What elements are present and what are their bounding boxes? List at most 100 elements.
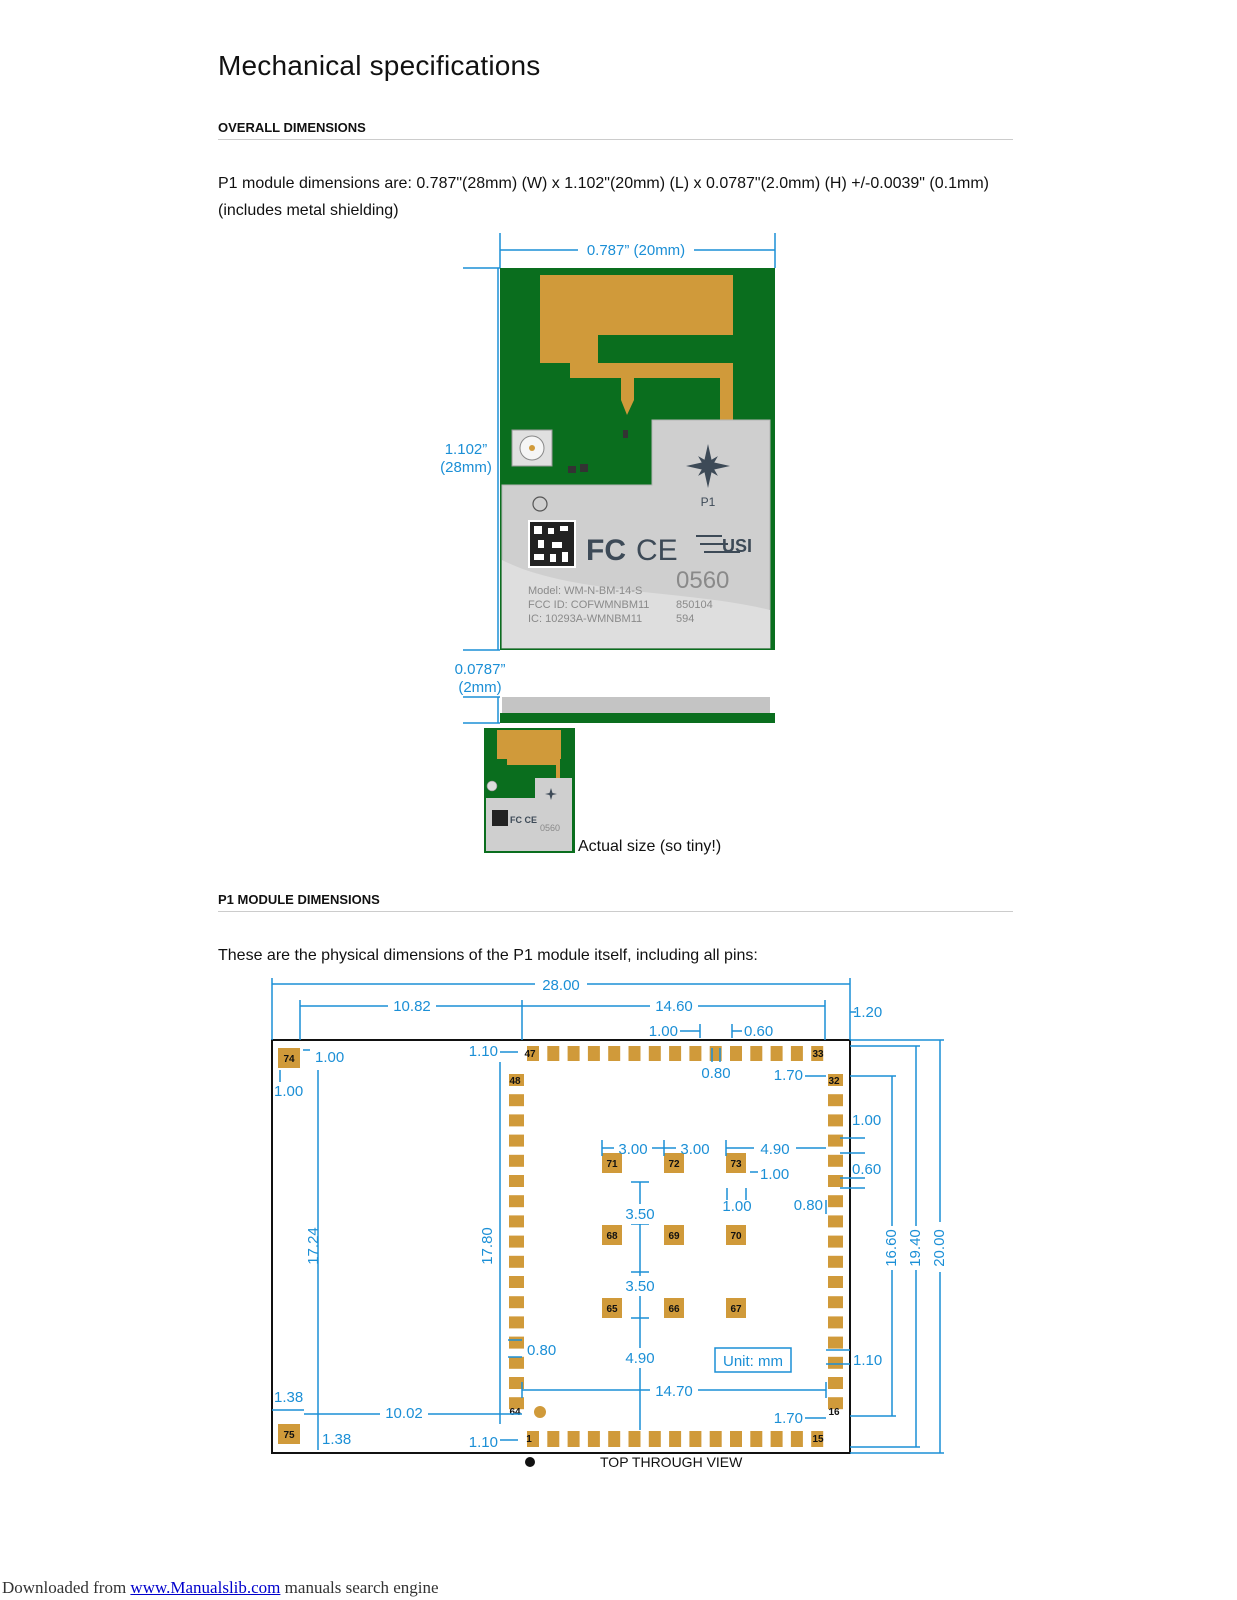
pin-pad [527, 1431, 539, 1447]
fcc-mark: FC [586, 534, 626, 567]
pin-label-71: 71 [606, 1159, 618, 1170]
pin1-indicator-dot [534, 1406, 546, 1418]
pin-pad [828, 1336, 843, 1349]
pin-label-68: 68 [606, 1231, 618, 1242]
dim-1-00-left: 1.00 [315, 1049, 344, 1066]
pin-pad [828, 1235, 843, 1248]
side-view-shield [502, 697, 770, 713]
height-label-1: 1.102” [445, 441, 488, 458]
pin-pad [509, 1154, 524, 1167]
pin-pad [648, 1431, 661, 1447]
pin-label-47: 47 [524, 1049, 536, 1060]
pin-pad [750, 1046, 763, 1061]
dim-0-80-left: 0.80 [527, 1342, 556, 1359]
pin-label-73: 73 [730, 1159, 742, 1170]
pin-pad-71 [602, 1153, 622, 1173]
pin-pad [790, 1046, 803, 1061]
dim-1-38-b: 1.38 [322, 1431, 351, 1448]
pin-pad [828, 1195, 843, 1208]
page-title: Mechanical specifications [218, 50, 541, 81]
p1-dimensions-text: These are the physical dimensions of the… [218, 947, 758, 964]
pin-pad [828, 1316, 843, 1329]
pin-pad [770, 1431, 783, 1447]
dim-3-00-b: 3.00 [680, 1141, 709, 1158]
pin-label-66: 66 [668, 1304, 680, 1315]
section-divider [218, 139, 1013, 140]
dim-1-00-grid-v: 1.00 [722, 1198, 751, 1215]
pin-pad [828, 1134, 843, 1147]
dim-16-60: 16.60 [883, 1229, 900, 1267]
dim-1-00-top: 1.00 [649, 1023, 678, 1040]
pin-pad [608, 1431, 621, 1447]
pin-pad [828, 1296, 843, 1309]
dim-3-50-a: 3.50 [625, 1206, 654, 1223]
p1-star-logo-icon [686, 444, 730, 488]
dim-1-20: 1.20 [853, 1004, 882, 1021]
pin-pad [628, 1431, 641, 1447]
pin-pad [669, 1431, 682, 1447]
pin-pad-69 [664, 1225, 684, 1245]
dim-14-70: 14.70 [655, 1383, 693, 1400]
dim-3-00-a: 3.00 [618, 1141, 647, 1158]
pin-pad [828, 1154, 843, 1167]
pin-pad [509, 1316, 524, 1329]
pin-pad [828, 1397, 843, 1410]
pin-pad [527, 1046, 539, 1061]
pin-label-1: 1 [526, 1434, 532, 1445]
dim-1-00-left-v: 1.00 [274, 1083, 303, 1100]
unit-box [714, 1347, 792, 1373]
pin-label-65: 65 [606, 1304, 618, 1315]
pin-pad [509, 1336, 524, 1349]
pin-pad-65 [602, 1298, 622, 1318]
section-heading-overall: OVERALL DIMENSIONS [218, 120, 366, 135]
actual-size-caption: Actual size (so tiny!) [578, 838, 722, 855]
dim-0-60-top: 0.60 [744, 1023, 773, 1040]
pin-pad [828, 1094, 843, 1107]
datamatrix-code-icon [528, 520, 576, 568]
pin-pad [509, 1255, 524, 1268]
section-divider [218, 911, 1013, 912]
dim-10-82: 10.82 [393, 998, 431, 1015]
pin-label-74: 74 [283, 1054, 295, 1065]
serial-number: 0560 [676, 567, 729, 594]
pin-pad [509, 1175, 524, 1187]
svg-text:FC CE: FC CE [510, 815, 537, 825]
pin-pad [509, 1134, 524, 1147]
pin-pad [509, 1276, 524, 1288]
pin-pad [509, 1195, 524, 1208]
view-label: TOP THROUGH VIEW [600, 1454, 743, 1470]
pin-label-32: 32 [828, 1076, 840, 1087]
dim-1-10-right: 1.10 [853, 1352, 882, 1369]
pin-pad [689, 1046, 702, 1061]
pin-label-33: 33 [812, 1049, 824, 1060]
pin-pad [567, 1431, 580, 1447]
footer-prefix: Downloaded from [2, 1578, 131, 1597]
pin-pad [828, 1255, 843, 1268]
side-view-pcb [500, 713, 775, 723]
pin-pad [587, 1431, 600, 1447]
pin-pad-66 [664, 1298, 684, 1318]
dim-0-80-right: 0.80 [794, 1197, 823, 1214]
pin-pad [730, 1046, 742, 1061]
dim-3-50-b: 3.50 [625, 1278, 654, 1295]
code-2: 594 [676, 613, 694, 625]
footer-link[interactable]: www.Manualslib.com [130, 1578, 281, 1597]
thickness-label-1: 0.0787” [455, 661, 506, 678]
ic-line: IC: 10293A-WMNBM11 [528, 613, 642, 625]
pin-pad [509, 1377, 524, 1389]
dim-10-02: 10.02 [385, 1405, 423, 1422]
pin-pad [811, 1046, 824, 1061]
dim-1-00-grid-h: 1.00 [760, 1166, 789, 1183]
pin-label-64: 64 [509, 1407, 521, 1418]
pin-label-69: 69 [668, 1231, 680, 1242]
model-line: Model: WM-N-BM-14-S [528, 585, 642, 597]
dim-17-80: 17.80 [479, 1227, 496, 1265]
pin-pad [509, 1114, 524, 1127]
pin-pad [790, 1431, 803, 1447]
dim-1-00-right: 1.00 [852, 1112, 881, 1129]
dim-1-70-top: 1.70 [774, 1067, 803, 1084]
pin-pad [567, 1046, 580, 1061]
pin-pad [608, 1046, 621, 1061]
pin-label-16: 16 [828, 1407, 840, 1418]
